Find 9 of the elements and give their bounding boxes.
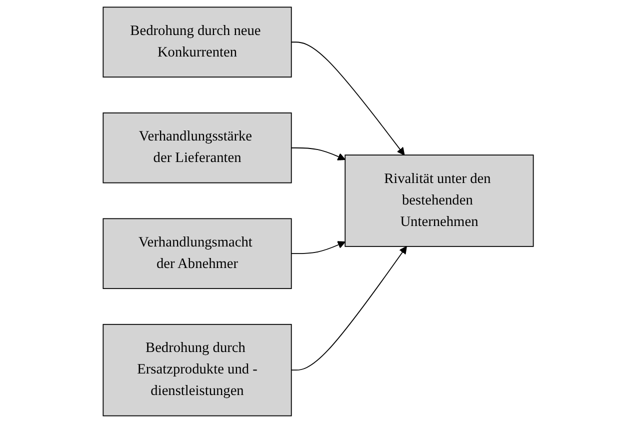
node-box: Verhandlungsstärke der Lieferanten xyxy=(102,112,292,184)
arrow xyxy=(291,147,346,160)
node-box: Verhandlungsmacht der Abnehmer xyxy=(102,218,292,289)
arrow xyxy=(291,241,346,254)
node-box: Bedrohung durch Ersatzprodukte und -dienstleistungen xyxy=(102,324,292,416)
node-box: Rivalität unter den bestehenden Unternehmen xyxy=(344,154,534,247)
node-box: Bedrohung durch neue Konkurrenten xyxy=(102,6,292,78)
arrow xyxy=(291,246,408,371)
arrow xyxy=(291,42,405,156)
